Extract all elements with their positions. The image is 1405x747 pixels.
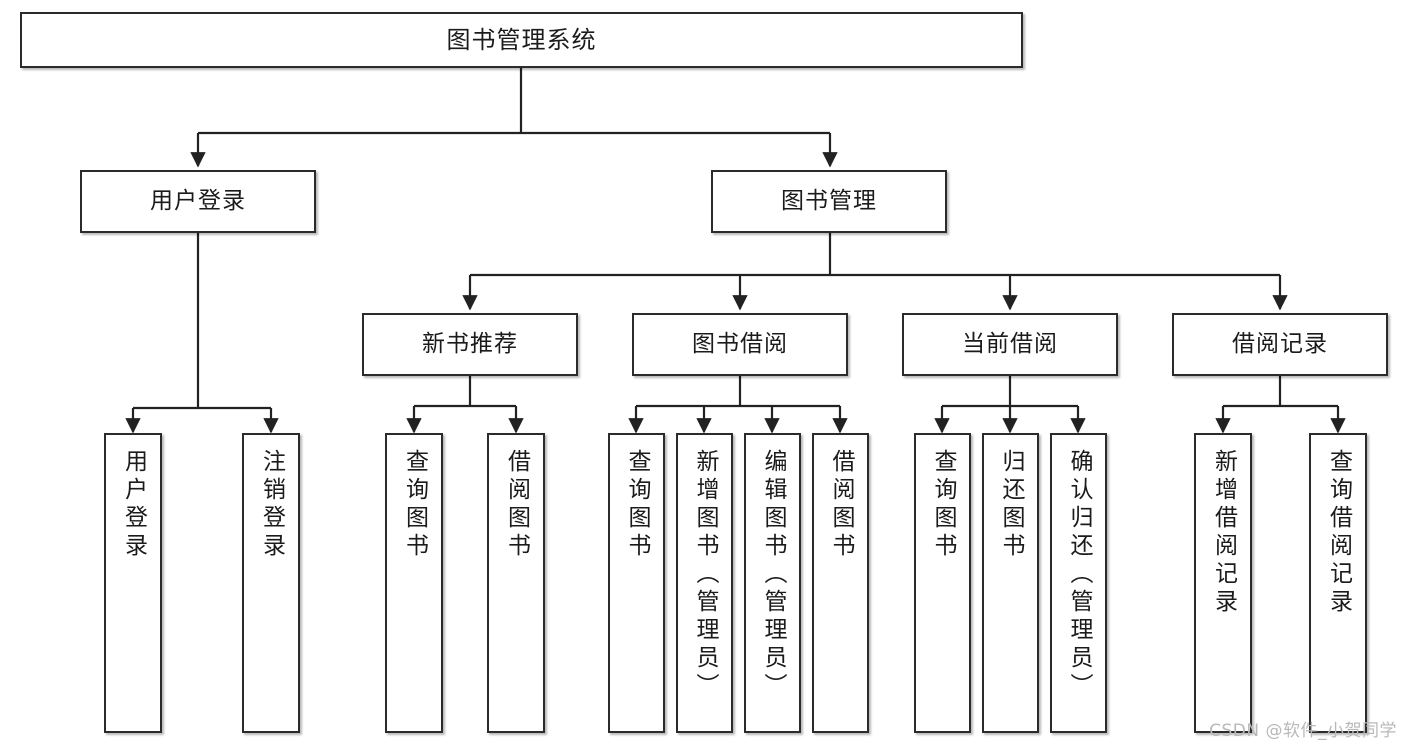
node-label-leaf-borrow-record-query: 查询借阅记录 bbox=[1325, 449, 1352, 617]
node-label-root: 图书管理系统 bbox=[446, 25, 597, 54]
node-label-leaf-current-borrow-return: 归还图书 bbox=[998, 449, 1024, 561]
node-leaf-book-borrow-query[interactable]: 查询图书 bbox=[608, 433, 665, 733]
node-leaf-new-book-borrow[interactable]: 借阅图书 bbox=[487, 433, 545, 733]
node-label-user-login: 用户登录 bbox=[150, 187, 246, 214]
node-leaf-current-borrow-query[interactable]: 查询图书 bbox=[914, 433, 971, 733]
node-label-leaf-book-borrow-add: 新增图书（管理员） bbox=[692, 449, 718, 701]
node-root-book-management-system[interactable]: 图书管理系统 bbox=[20, 12, 1023, 68]
node-leaf-user-login-login[interactable]: 用户登录 bbox=[104, 433, 162, 733]
node-label-leaf-user-login-login: 用户登录 bbox=[120, 449, 147, 561]
node-label-leaf-book-borrow-query: 查询图书 bbox=[624, 449, 650, 561]
node-label-leaf-book-borrow-edit: 编辑图书（管理员） bbox=[760, 449, 786, 701]
node-book-management[interactable]: 图书管理 bbox=[711, 170, 947, 233]
node-label-book-borrow: 图书借阅 bbox=[692, 330, 788, 357]
node-leaf-borrow-record-query[interactable]: 查询借阅记录 bbox=[1309, 433, 1367, 733]
watermark-text: CSDN @软件_小贺同学 bbox=[1209, 721, 1397, 741]
node-new-book-recommend[interactable]: 新书推荐 bbox=[362, 313, 578, 376]
node-label-borrow-record: 借阅记录 bbox=[1232, 330, 1328, 357]
node-user-login[interactable]: 用户登录 bbox=[80, 170, 316, 233]
node-current-borrow[interactable]: 当前借阅 bbox=[902, 313, 1118, 376]
node-leaf-new-book-query[interactable]: 查询图书 bbox=[385, 433, 443, 733]
node-label-leaf-book-borrow-borrow: 借阅图书 bbox=[828, 449, 854, 561]
node-leaf-book-borrow-add[interactable]: 新增图书（管理员） bbox=[676, 433, 733, 733]
node-leaf-book-borrow-borrow[interactable]: 借阅图书 bbox=[812, 433, 869, 733]
node-leaf-user-login-logout[interactable]: 注销登录 bbox=[242, 433, 300, 733]
node-leaf-book-borrow-edit[interactable]: 编辑图书（管理员） bbox=[744, 433, 801, 733]
node-label-leaf-new-book-query: 查询图书 bbox=[401, 449, 428, 561]
node-borrow-record[interactable]: 借阅记录 bbox=[1172, 313, 1388, 376]
node-label-leaf-borrow-record-add: 新增借阅记录 bbox=[1210, 449, 1237, 617]
node-leaf-current-borrow-return[interactable]: 归还图书 bbox=[982, 433, 1039, 733]
node-label-new-book-recommend: 新书推荐 bbox=[422, 330, 518, 357]
node-leaf-borrow-record-add[interactable]: 新增借阅记录 bbox=[1194, 433, 1252, 733]
node-label-leaf-current-borrow-confirm: 确认归还（管理员） bbox=[1066, 449, 1092, 701]
node-label-leaf-new-book-borrow: 借阅图书 bbox=[503, 449, 530, 561]
node-label-leaf-user-login-logout: 注销登录 bbox=[258, 449, 285, 561]
node-label-current-borrow: 当前借阅 bbox=[962, 330, 1058, 357]
node-label-book-management: 图书管理 bbox=[781, 187, 877, 214]
node-label-leaf-current-borrow-query: 查询图书 bbox=[930, 449, 956, 561]
node-book-borrow[interactable]: 图书借阅 bbox=[632, 313, 848, 376]
node-leaf-current-borrow-confirm[interactable]: 确认归还（管理员） bbox=[1050, 433, 1107, 733]
